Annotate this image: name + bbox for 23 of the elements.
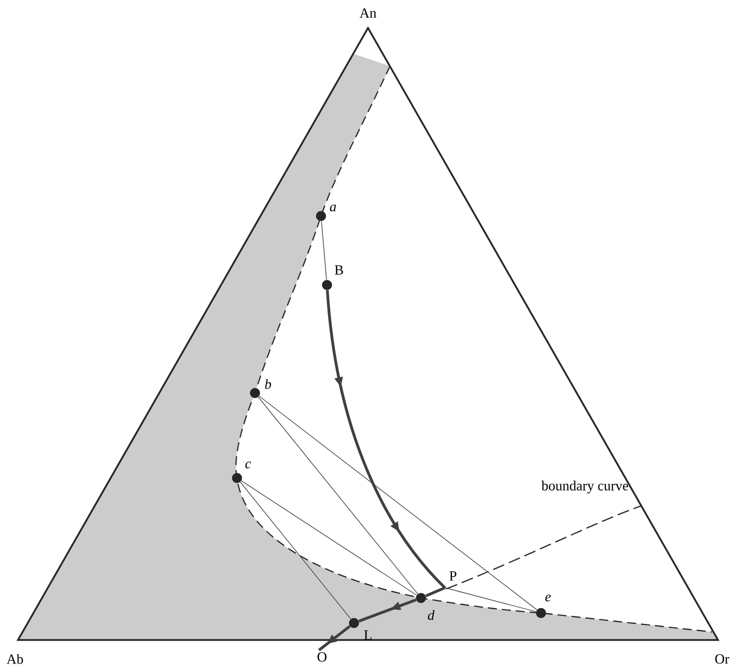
tie-line	[240, 482, 352, 620]
point-label: e	[545, 594, 551, 602]
point-label: P	[450, 571, 456, 581]
tie-line	[425, 586, 446, 598]
point-label: b	[265, 379, 272, 389]
tie-line	[258, 396, 418, 594]
point-label: B	[334, 265, 343, 275]
point-label: O	[318, 652, 326, 662]
flow-arrow	[326, 290, 446, 589]
curve-label: boundary curve	[541, 480, 628, 494]
point-label: d	[428, 610, 435, 620]
vertex-label: Ab	[6, 654, 23, 664]
tie-line	[258, 396, 538, 610]
tie-line	[241, 480, 417, 596]
vertex-label: An	[360, 8, 376, 18]
point-label: a	[330, 204, 336, 212]
tie-line	[444, 587, 536, 612]
tie-line	[321, 220, 327, 280]
point-label: c	[245, 462, 251, 468]
flow-arrow	[358, 598, 417, 622]
flow-arrow	[318, 625, 351, 652]
vertex-label: Or	[715, 654, 730, 664]
point-label: L	[364, 630, 372, 640]
